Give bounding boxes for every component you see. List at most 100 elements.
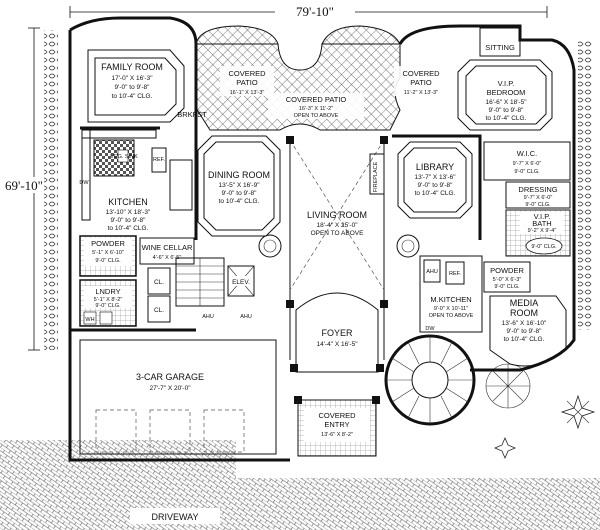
dimension-depth: 69'-10" <box>0 27 50 351</box>
shrub-icon <box>560 394 596 430</box>
vip-bedroom-clg2: to 10'-4" CLG. <box>486 115 527 122</box>
kitchen-size: 13'-10" X 18'-3" <box>106 209 151 216</box>
dressing: DRESSING 9'-7" X 6'-0" 9'-0" CLG. <box>505 181 571 209</box>
elev-name: ELEV. <box>232 279 250 286</box>
covered-entry-name1: COVERED <box>318 411 356 420</box>
covered-patio-center-name: COVERED PATIO <box>286 95 347 104</box>
kitchen-pantry <box>169 159 193 211</box>
column-icon <box>380 136 388 144</box>
dining-room-size: 13'-5" X 16'-9" <box>218 182 260 189</box>
library-name: LIBRARY <box>416 162 454 172</box>
left-hedge <box>44 30 58 350</box>
garage-name: 3-CAR GARAGE <box>136 372 204 382</box>
wh-label: WH <box>85 317 94 323</box>
powder-left-name: POWDER <box>91 239 125 248</box>
brkfst-label: BRKFST <box>177 110 207 119</box>
kitchen-name: KITCHEN <box>108 197 148 207</box>
living-room-note: OPEN TO ABOVE <box>311 230 365 237</box>
covered-patio-left-size: 16'-1" X 13'-3" <box>230 90 265 96</box>
dryer-icon <box>99 311 113 325</box>
spiral-stair-icon <box>384 334 476 426</box>
covered-patio-center-note: OPEN TO ABOVE <box>294 113 339 119</box>
right-hedge <box>578 40 592 330</box>
lndry-size: 5'-1" X 8'-2" <box>94 297 123 303</box>
wine-cellar-size: 4'-6" X 6'-5" <box>153 255 182 261</box>
vip-bath-name1: V.I.P. <box>534 212 551 221</box>
laundry: LNDRY 5'-1" X 8'-2" 9'-0" CLG. WH <box>79 279 137 327</box>
family-room-name: FAMILY ROOM <box>101 62 163 72</box>
patio-left-arc <box>195 25 279 45</box>
cl-2-name: CL. <box>154 307 164 314</box>
family-room-clg1: 9'-0" to 9'-8" <box>115 84 151 91</box>
dimension-width: 79'-10" <box>69 3 548 19</box>
library-size: 13'-7" X 13'-6" <box>414 174 456 181</box>
vip-bedroom-name1: V.I.P. <box>498 79 515 88</box>
covered-patio-center: COVERED PATIO 16'-3" X 11'-2" OPEN TO AB… <box>268 93 364 119</box>
vip-bedroom-size: 16'-6" X 18'-5" <box>485 99 527 106</box>
column-icon <box>258 234 282 258</box>
wine-cellar: WINE CELLAR 4'-6" X 6'-5" <box>139 237 195 265</box>
dining-room-name: DINING ROOM <box>208 170 270 180</box>
library-clg1: 9'-0" to 9'-8" <box>418 182 454 189</box>
media-room-size: 13'-6" X 16'-10" <box>502 320 547 327</box>
wic-clg: 9'-0" CLG. <box>514 169 540 175</box>
powder-left: POWDER 5'-1" X 6'-10" 9'-0" CLG. <box>79 235 137 277</box>
lndry-clg: 9'-0" CLG. <box>95 303 121 309</box>
dressing-size: 9'-7" X 6'-0" <box>524 195 553 201</box>
media-room-name1: MEDIA <box>510 298 539 308</box>
media-room-clg2: to 10'-4" CLG. <box>504 336 545 343</box>
column-icon <box>286 136 294 144</box>
column-icon <box>376 364 384 372</box>
foyer-size: 14'-4" X 16'-5" <box>316 341 358 348</box>
m-kitchen-name: M.KITCHEN <box>430 295 471 304</box>
vip-bath-name2: BATH <box>532 219 551 228</box>
column-icon <box>396 234 420 258</box>
driveway-label: DRIVEWAY <box>151 512 198 522</box>
cl-1-name: CL. <box>154 279 164 286</box>
vip-bedroom-clg1: 9'-0" to 9'-8" <box>489 107 525 114</box>
powder-left-clg: 9'-0" CLG. <box>95 258 121 264</box>
covered-patio-left-name1: COVERED <box>228 69 266 78</box>
covered-patio-right-size: 11'-2" X 13'-3" <box>404 90 438 96</box>
exterior-walls <box>68 16 576 462</box>
wic: W.I.C. 9'-7" X 6'-0" 9'-0" CLG. <box>483 141 571 181</box>
column-icon <box>294 396 302 404</box>
covered-patio-right-name1: COVERED <box>402 69 440 78</box>
kitchen-clg1: 9'-0" to 9'-8" <box>111 217 147 224</box>
wine-cellar-name: WINE CELLAR <box>142 243 193 252</box>
media-room-clg1: 9'-0" to 9'-8" <box>507 328 543 335</box>
dining-room-clg1: 9'-0" to 9'-8" <box>222 190 258 197</box>
dining-room-clg2: to 10'-4" CLG. <box>219 198 260 205</box>
powder-left-size: 5'-1" X 6'-10" <box>92 250 124 256</box>
m-kitchen-ahu-label: AHU <box>426 269 438 275</box>
covered-entry-name2: ENTRY <box>324 420 349 429</box>
foyer: FOYER 14'-4" X 16'-5" <box>290 292 384 373</box>
sitting-area: SITTING <box>479 27 521 57</box>
wic-name: W.I.C. <box>517 149 537 158</box>
covered-entry: COVERED ENTRY 13'-6" X 8'-2" <box>294 396 380 457</box>
vip-bath-size: 9'-2" X 9'-4" <box>528 228 557 234</box>
shrub-icon <box>493 436 517 460</box>
column-icon <box>286 300 294 308</box>
covered-entry-size: 13'-6" X 8'-2" <box>321 432 353 438</box>
family-room-clg2: to 10'-4" CLG. <box>112 93 153 100</box>
living-room-name: LIVING ROOM <box>307 210 367 220</box>
vip-bath: V.I.P. BATH 9'-2" X 9'-4" 9'-0" CLG. <box>505 209 571 257</box>
veg-sink-label: VEG. SINK <box>110 154 138 160</box>
kitchen-clg2: to 10'-4" CLG. <box>108 225 149 232</box>
dressing-clg: 9'-0" CLG. <box>525 202 551 208</box>
library-clg2: to 10'-4" CLG. <box>415 190 456 197</box>
covered-patio-right-name2: PATIO <box>410 78 432 87</box>
patio-right-arc <box>321 25 401 45</box>
dining-room: DINING ROOM 13'-5" X 16'-9" 9'-0" to 9'-… <box>194 130 281 240</box>
media-room-name2: ROOM <box>510 308 538 318</box>
column-icon <box>380 300 388 308</box>
powder-right-name: POWDER <box>490 266 524 275</box>
vip-bedroom-name2: BEDROOM <box>487 88 526 97</box>
closet-2: CL. <box>147 295 171 323</box>
fireplace-icon <box>369 153 385 195</box>
covered-patio-left: COVERED PATIO 16'-1" X 13'-3" <box>220 66 274 96</box>
m-kitchen-dw-label: DW <box>425 326 435 332</box>
wic-size: 9'-7" X 6'-0" <box>513 161 542 167</box>
